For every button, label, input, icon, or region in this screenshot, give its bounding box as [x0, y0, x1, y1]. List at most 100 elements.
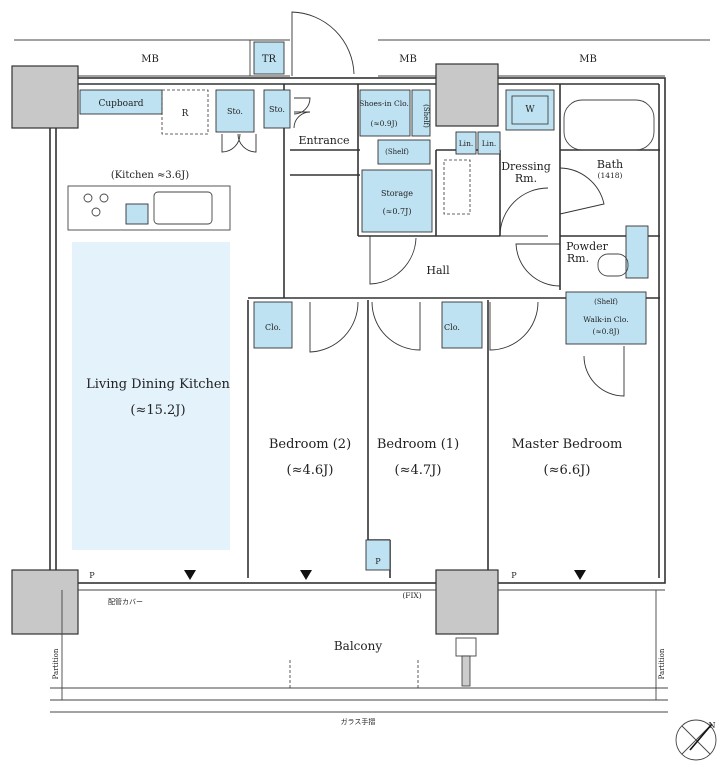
fixed-window-label: (FIX) — [402, 591, 421, 600]
door-swing-icon — [309, 301, 359, 353]
bedroom1-size: (≈4.7J) — [395, 463, 442, 478]
door-swing-icon — [221, 133, 241, 153]
bath-size: (1418) — [598, 171, 623, 180]
storage-box-1 — [215, 89, 255, 133]
door-swing-icon — [371, 301, 421, 351]
cupboard-box — [79, 89, 163, 115]
storage-box — [361, 169, 433, 233]
hall-label: Hall — [426, 264, 450, 277]
toilet-icon — [597, 253, 629, 277]
linen-box-1 — [455, 131, 477, 155]
storage-room-size: (≈0.7J) — [383, 207, 412, 216]
washer-box — [505, 89, 555, 131]
pipe-space-box — [365, 539, 391, 571]
fridge-space — [161, 89, 209, 135]
pipe-cover-label: 配管カバー — [108, 597, 143, 606]
door-swing-icon — [369, 236, 417, 285]
door-swing-icon — [499, 187, 549, 237]
bathtub-icon — [563, 99, 655, 151]
bath-label: Bath — [597, 158, 623, 171]
shelf-box — [411, 89, 431, 137]
door-swing-icon — [583, 346, 625, 397]
trunk-room-box — [253, 41, 285, 75]
pipe-space-label: P — [511, 571, 517, 580]
meter-box-label: MB — [579, 54, 597, 65]
entrance-door-icon — [291, 11, 355, 76]
kitchen-counter — [67, 185, 231, 231]
fridge-label: R — [182, 109, 189, 119]
wic-shelf-label: (Shelf) — [594, 298, 618, 306]
ldk-size: (≈15.2J) — [130, 403, 185, 418]
pipe-space-label: P — [375, 557, 381, 566]
closet-label: Clo. — [444, 323, 460, 332]
powder-room-label: Rm. — [567, 252, 589, 265]
balcony-label: Balcony — [334, 639, 382, 653]
kitchen-label: (Kitchen ≈3.6J) — [111, 170, 189, 181]
kitchen — [67, 89, 291, 231]
storage-box-2 — [263, 89, 291, 129]
dressing-room-label: Rm. — [515, 172, 537, 185]
powder-room-label: Powder — [566, 240, 609, 253]
top-meter-strip — [14, 39, 710, 77]
door-swing-icon — [293, 97, 311, 115]
pillar-bottom-center — [435, 569, 499, 635]
ldk-label: Living Dining Kitchen — [86, 377, 230, 392]
storage-label: Sto. — [269, 105, 285, 114]
shoes-closet-size: (≈0.9J) — [370, 119, 397, 128]
dishwasher-box — [125, 203, 149, 225]
closet-label: Clo. — [265, 323, 281, 332]
sink-icon — [153, 191, 213, 225]
entrance-label: Entrance — [298, 134, 349, 147]
bedroom2-size: (≈4.6J) — [287, 463, 334, 478]
bedroom1-label: Bedroom (1) — [377, 437, 459, 452]
linen-box-2 — [477, 131, 501, 155]
bedroom1-closet-box — [441, 301, 483, 349]
pillar-top-center — [435, 63, 499, 127]
walk-in-closet-size: (≈0.8J) — [592, 327, 619, 336]
partition-label: Partition — [52, 648, 60, 679]
shoes-closet-box — [359, 89, 411, 137]
shoes-closet-label: Shoes-in Clo. — [359, 99, 409, 108]
stove-burner-icon — [83, 193, 93, 203]
compass-label: N — [709, 721, 716, 730]
labels: MB TR MB MB Cupboard R Sto. Sto. Shoes-i… — [52, 54, 716, 730]
north-arrow-icon — [675, 719, 717, 761]
ldk-floor-area — [72, 242, 230, 550]
storage-room-label: Storage — [381, 189, 413, 198]
door-swing-icon — [559, 167, 605, 215]
powder-counter-box — [625, 225, 649, 279]
trunk-room-label: TR — [262, 54, 277, 65]
window-arrow-icon — [574, 570, 586, 580]
walk-in-closet-box — [565, 291, 647, 345]
shelf-label: (Shelf) — [385, 148, 409, 156]
balcony — [50, 589, 668, 713]
master-bedroom-label: Master Bedroom — [512, 437, 623, 452]
small-shelf-box — [377, 139, 431, 165]
walk-in-closet-label: Walk-in Clo. — [583, 315, 628, 324]
pipe-space-label: P — [89, 571, 95, 580]
meter-box-label: MB — [141, 54, 159, 65]
wet-area — [443, 89, 655, 287]
meter-box-label: MB — [399, 54, 417, 65]
linen-label: Lin. — [459, 139, 474, 148]
stove-burner-icon — [91, 207, 101, 217]
pillar-bottom-left — [11, 569, 79, 635]
window-arrow-icon — [300, 570, 312, 580]
bedroom2-closet-box — [253, 301, 293, 349]
door-swing-icon — [237, 133, 257, 153]
linen-label: Lin. — [482, 139, 497, 148]
window-arrow-icon — [184, 570, 196, 580]
partition-label: Partition — [658, 648, 666, 679]
door-swing-icon — [489, 301, 539, 351]
door-swing-icon — [293, 111, 311, 129]
pillar-top-left — [11, 65, 79, 129]
dressing-room-label: Dressing — [501, 160, 551, 173]
washer-label: W — [525, 105, 535, 115]
stove-burner-icon — [99, 193, 109, 203]
window-markers — [184, 570, 586, 580]
bedroom2-label: Bedroom (2) — [269, 437, 351, 452]
shelf-label: (Shelf) — [422, 104, 430, 128]
storage-label: Sto. — [227, 107, 243, 116]
glass-railing-label: ガラス手摺 — [341, 717, 376, 726]
